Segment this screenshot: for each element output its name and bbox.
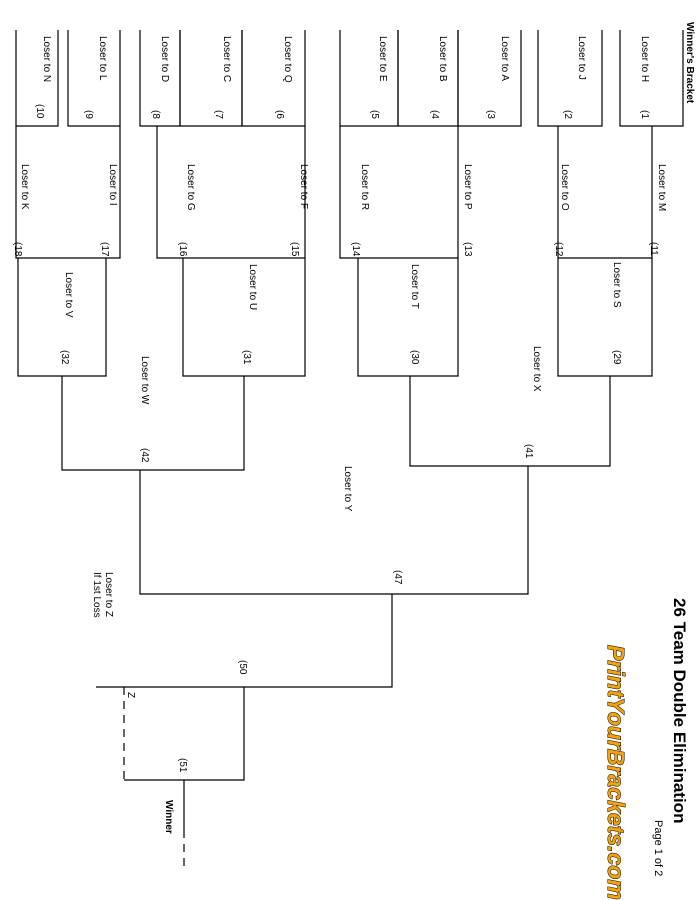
slot-label: Loser to W <box>139 356 150 405</box>
seed-number: (4 <box>429 110 440 119</box>
seed-number: (7 <box>213 110 224 119</box>
slot-label: Loser to T <box>409 264 420 309</box>
round-4: Loser to X (41 Loser to W (42 <box>61 346 611 471</box>
match-line <box>124 687 245 781</box>
page-title: 26 Team Double Elimination <box>670 598 689 823</box>
seed-number: (1 <box>639 110 650 119</box>
slot-label: Loser to S <box>611 262 622 308</box>
match-line <box>557 258 653 377</box>
slot-label: Loser to Z <box>103 572 114 617</box>
slot-label: Loser to L <box>97 36 108 81</box>
seed-number: (41 <box>523 444 534 459</box>
section-title: Winner's Bracket <box>684 22 695 104</box>
semifinal: Loser to Y (47 <box>139 466 529 595</box>
slot-label: Loser to B <box>437 36 448 82</box>
seed-number: (51 <box>177 758 188 773</box>
match-line <box>409 376 611 467</box>
slot-label: Loser to V <box>63 272 74 318</box>
seed-number: (5 <box>369 110 380 119</box>
slot-label: Loser to Y <box>342 466 353 512</box>
seed-number: (13 <box>462 242 473 257</box>
slot-label: Loser to N <box>41 36 52 82</box>
seed-number: (10 <box>34 104 45 119</box>
match-line <box>139 466 529 595</box>
match-line <box>61 376 245 471</box>
slot-label: Loser to K <box>19 164 30 210</box>
slot-note: If 1st Loss <box>91 572 102 618</box>
slot-line <box>537 30 603 127</box>
slot-label: Loser to C <box>221 36 232 82</box>
slot-label: Loser to I <box>107 164 118 206</box>
seed-number: (11 <box>648 242 659 256</box>
seed-number: (47 <box>392 570 403 585</box>
slot-line <box>139 30 181 127</box>
round-1: Loser to H (1 Loser to J (2 Loser to A (… <box>15 30 684 127</box>
slot-label: Loser to F <box>298 164 309 209</box>
slot-line <box>339 30 399 127</box>
seed-number: (30 <box>409 350 420 365</box>
round-3: Loser to S (29 Loser to T (30 Loser to U… <box>17 258 653 377</box>
slot-line <box>67 30 121 127</box>
z-label: Z <box>125 692 136 698</box>
slot-label: Loser to Q <box>282 36 293 83</box>
slot-label: Loser to G <box>185 164 196 211</box>
brand-logo: PrintYourBrackets.com <box>603 645 629 900</box>
seed-number: (12 <box>553 242 564 257</box>
seed-number: (6 <box>274 110 285 119</box>
match-line <box>15 126 121 259</box>
slot-line <box>15 30 59 127</box>
seed-number: (42 <box>139 448 150 463</box>
seed-number: (17 <box>99 242 110 257</box>
match-line <box>357 258 459 377</box>
slot-label: Loser to A <box>499 36 510 81</box>
seed-number: (31 <box>241 350 252 365</box>
slot-label: Loser to M <box>656 164 667 211</box>
seed-number: (8 <box>150 110 161 119</box>
seed-number: (9 <box>83 110 94 119</box>
match-line <box>339 126 459 259</box>
seed-number: (2 <box>562 110 573 119</box>
seed-number: (50 <box>237 660 248 675</box>
slot-label: Loser to H <box>639 36 650 82</box>
match-line <box>156 126 306 259</box>
slot-line <box>397 30 459 127</box>
slot-label: Loser to R <box>359 164 370 210</box>
slot-label: Loser to P <box>462 164 473 210</box>
page-subtitle: Page 1 of 2 <box>652 820 664 876</box>
slot-label: Loser to U <box>247 264 258 310</box>
slot-label: Loser to E <box>377 36 388 82</box>
seed-number: (3 <box>485 110 496 119</box>
seed-number: (15 <box>289 242 300 257</box>
slot-label: Loser to J <box>576 36 587 80</box>
reset-game: Z (51 <box>123 687 245 868</box>
seed-number: (18 <box>12 242 23 257</box>
seed-number: (14 <box>350 242 361 257</box>
slot-line <box>241 30 306 127</box>
slot-label: Loser to D <box>159 36 170 82</box>
slot-label: Loser to O <box>559 164 570 211</box>
match-line <box>96 594 393 688</box>
slot-label: Loser to X <box>531 346 542 392</box>
seed-number: (16 <box>177 242 188 257</box>
winner-label: Winner <box>163 800 174 834</box>
seed-number: (29 <box>611 350 622 365</box>
slot-line <box>619 30 684 127</box>
round-2: Loser to M (11 Loser to O (12 Loser to P… <box>12 126 667 259</box>
match-line <box>557 126 653 259</box>
final: Loser to Z If 1st Loss (50 <box>91 572 393 688</box>
seed-number: (32 <box>59 350 70 365</box>
